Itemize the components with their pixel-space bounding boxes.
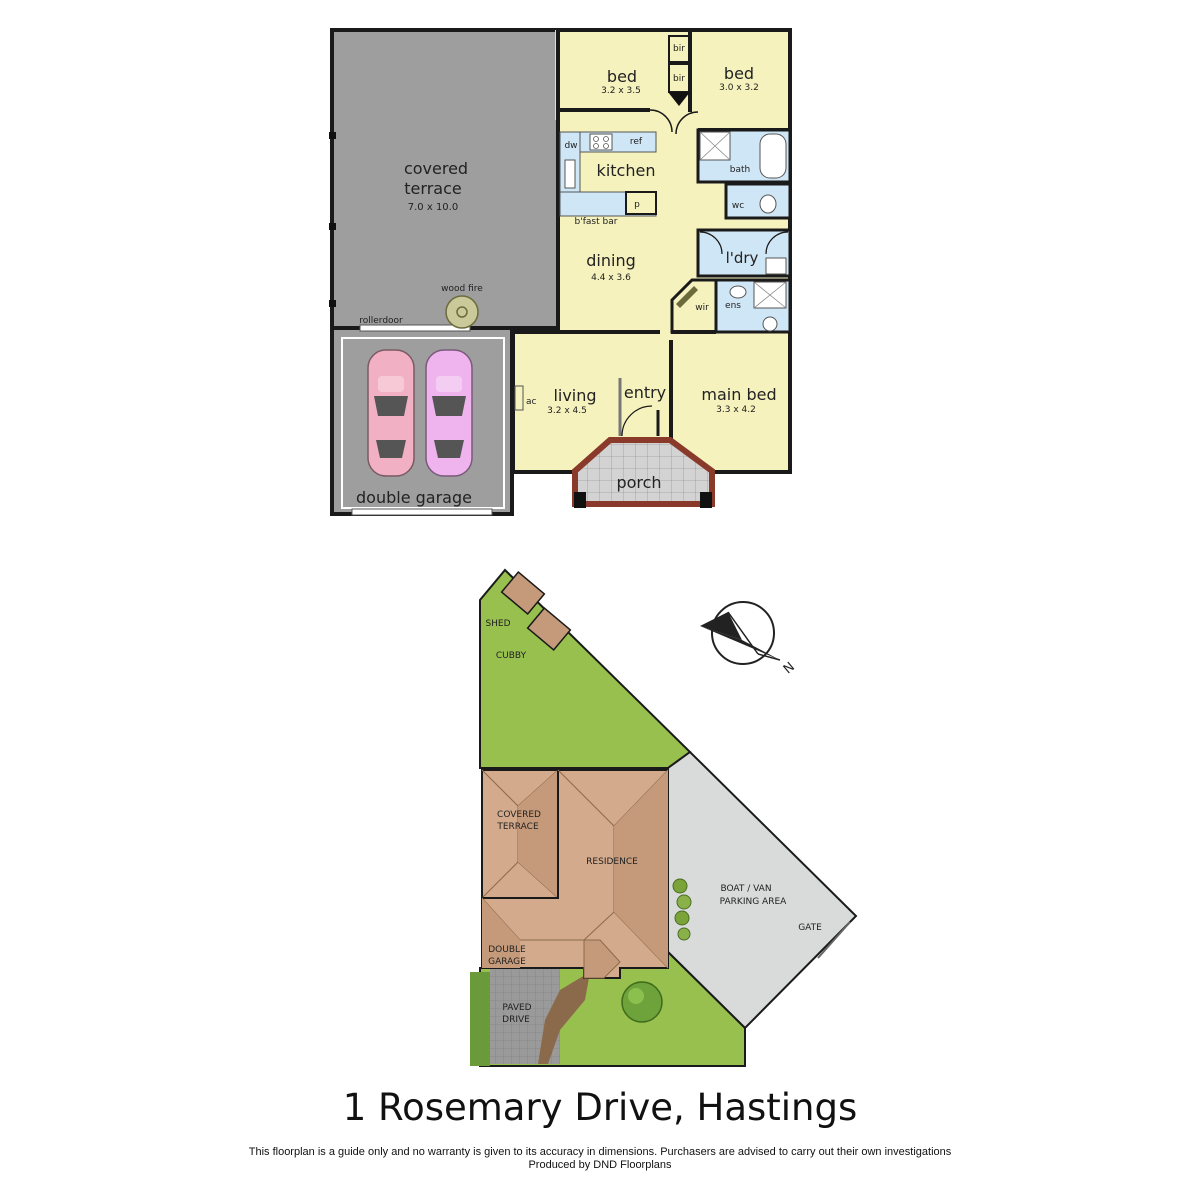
ensuite-toilet	[762, 316, 778, 332]
terrace-post	[329, 223, 336, 230]
ac-unit	[514, 385, 524, 411]
door-swing	[649, 109, 673, 133]
gate-label: GATE	[798, 923, 822, 933]
house-join	[515, 334, 785, 338]
bed-left-label: bed	[607, 67, 637, 86]
car-lilac	[425, 349, 473, 477]
cubby-label: CUBBY	[496, 651, 527, 661]
ensuite-basin	[729, 285, 747, 299]
compass-letter: N	[781, 660, 798, 678]
bath-label: bath	[730, 165, 750, 175]
covered-terrace-site-label: COVERED	[497, 810, 541, 820]
covered-terrace-label: covered	[404, 159, 468, 178]
gate	[817, 921, 851, 959]
disclaimer-credit: Produced by DND Floorplans	[528, 1159, 672, 1171]
entry-door-swing	[621, 405, 653, 437]
disclaimer-line: This floorplan is a guide only and no wa…	[248, 1146, 952, 1158]
shed	[500, 571, 546, 615]
bir-top	[668, 35, 690, 63]
bir-bottom-label: bir	[673, 74, 685, 84]
property-address: 1 Rosemary Drive, Hastings	[342, 1086, 858, 1129]
boat-parking-label: BOAT / VAN	[720, 884, 771, 894]
garage-inner	[341, 337, 505, 509]
pantry-label: p	[634, 200, 640, 210]
terrace-post	[329, 132, 336, 139]
porch-post	[574, 492, 586, 508]
door-swing	[699, 231, 723, 255]
bed-left-dims: 3.2 x 3.5	[601, 86, 641, 96]
cubby	[526, 607, 572, 651]
double-garage-site-label: DOUBLE	[488, 945, 526, 955]
dining-label: dining	[586, 251, 635, 270]
rollerdoor-label: rollerdoor	[359, 316, 403, 326]
covered-terrace-dims: 7.0 x 10.0	[408, 202, 458, 213]
ref-label: ref	[630, 137, 643, 147]
wardrobe-corner	[668, 92, 690, 106]
bathtub	[759, 133, 787, 179]
covered-terrace-label: terrace	[404, 179, 461, 198]
wir-label: wir	[695, 303, 709, 313]
wir-room	[670, 278, 718, 334]
dining-dims: 4.4 x 3.6	[591, 273, 631, 283]
double-garage-site-label: GARAGE	[488, 957, 526, 967]
wir-shelf	[676, 286, 698, 308]
tree	[621, 981, 663, 1023]
wood-fire-label: wood fire	[441, 284, 483, 294]
hedge	[470, 972, 490, 1066]
garden-bed	[538, 972, 590, 1064]
double-garage-label: double garage	[356, 488, 472, 507]
covered-terrace-area	[330, 28, 560, 330]
paved-drive-label: DRIVE	[502, 1015, 530, 1025]
shrubs	[672, 878, 692, 941]
ensuite-room	[714, 278, 792, 334]
toilet	[759, 194, 777, 214]
terrace-post	[329, 300, 336, 307]
pantry	[625, 191, 657, 215]
bed-right-label: bed	[724, 64, 754, 83]
bed-right-dims: 3.0 x 3.2	[719, 83, 759, 93]
porch-post	[700, 492, 712, 508]
laundry-tub	[765, 257, 787, 275]
door-swing	[675, 111, 699, 135]
roof-terrace-shade	[518, 770, 558, 898]
wood-fire	[445, 295, 479, 329]
boat-parking-label: PARKING AREA	[720, 897, 787, 907]
roof-garage-shade	[482, 898, 520, 968]
car-pink	[367, 349, 415, 477]
wc-label: wc	[732, 201, 744, 211]
garage-door	[351, 508, 493, 516]
cooktop	[589, 133, 613, 151]
living-dims: 3.2 x 4.5	[547, 406, 587, 416]
entry-label: entry	[624, 383, 666, 402]
main-bed-label: main bed	[701, 385, 776, 404]
site-plan: N SHED CUBBY COVERED TERRACE RESIDENCE B…	[470, 568, 858, 1067]
porch-label: porch	[616, 473, 661, 492]
main-bed-dims: 3.3 x 4.2	[716, 405, 756, 415]
residence-label: RESIDENCE	[586, 857, 638, 867]
laundry-label: l'dry	[726, 249, 759, 267]
kitchen-label: kitchen	[597, 161, 656, 180]
disclaimer: This floorplan is a guide only and no wa…	[0, 1146, 1200, 1172]
ensuite-label: ens	[725, 301, 741, 311]
floor-plan: covered terrace 7.0 x 10.0 wood fire rol…	[329, 28, 792, 516]
dw-label: dw	[564, 141, 577, 151]
compass-icon	[700, 601, 781, 665]
rollerdoor-top	[359, 324, 471, 332]
door-swing	[765, 231, 789, 255]
shed-label: SHED	[485, 619, 510, 629]
covered-terrace-site-label: TERRACE	[496, 822, 539, 832]
bir-top-label: bir	[673, 44, 685, 54]
sink	[564, 159, 576, 189]
wc-room	[724, 182, 792, 220]
living-label: living	[553, 386, 596, 405]
roof-residence-shade	[614, 770, 668, 968]
bfast-bar-label: b'fast bar	[575, 217, 618, 227]
ac-label: ac	[526, 397, 537, 407]
paved-drive-label: PAVED	[502, 1003, 531, 1013]
